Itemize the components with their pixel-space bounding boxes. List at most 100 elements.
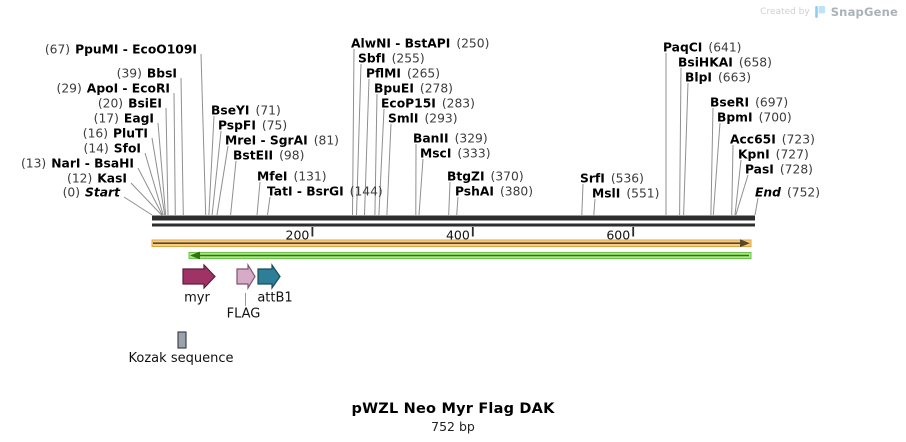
site-label-mrei-sgrai: MreI - SgrAI(81) [225, 134, 339, 148]
site-pointer-bseyi [208, 115, 215, 216]
title-block: pWZL Neo Myr Flag DAK 752 bp [0, 401, 906, 434]
site-label-eagi: (17)EagI [94, 112, 154, 126]
site-pointer-srfi [581, 183, 584, 216]
site-pointer-nari-bsahi [137, 167, 163, 216]
site-pointer-bsiei [165, 107, 169, 216]
site-pointer-msli [593, 198, 596, 216]
site-pointer-pspfi [211, 130, 222, 216]
logo-flag [818, 6, 825, 14]
site-pointer-end [754, 197, 759, 216]
site-pointer-blpi [683, 82, 689, 216]
logo-bar [814, 6, 818, 18]
site-label-bseri: BseRI(697) [710, 96, 788, 110]
scale-tick-label: 400 [446, 228, 470, 243]
site-pointer-bsteii [230, 160, 237, 216]
site-pointer-ecop15i [378, 108, 385, 216]
site-pointer-eagi [157, 122, 167, 216]
site-pointer-tati-bsrgi [267, 196, 271, 216]
site-label-bpuei: BpuEI(278) [374, 82, 453, 96]
myr-label: myr [184, 291, 210, 306]
site-label-tati-bsrgi: TatI - BsrGI(144) [267, 185, 383, 199]
site-pointer-mrei-sgrai [216, 145, 229, 216]
site-label-srfi: SrfI(536) [580, 172, 644, 186]
flag-arrow [236, 262, 256, 291]
site-pointer-kpni [734, 159, 742, 216]
site-pointer-sbfi [356, 63, 362, 216]
site-pointer-smli [386, 123, 392, 216]
site-label-pluti: (16)PluTI [83, 127, 148, 141]
watermark-brand: SnapGene [830, 5, 898, 19]
site-label-ecop15i: EcoP15I(283) [381, 97, 475, 111]
site-pointer-pluti [151, 137, 166, 216]
scale-tick-label: 200 [286, 228, 310, 243]
site-label-pspfi: PspFI(75) [218, 119, 287, 133]
site-pointer-msci [418, 158, 424, 216]
site-pointer-alwni-bstapi [352, 48, 355, 216]
site-pointer-bbsi [180, 77, 184, 216]
site-label-pshai: PshAI(380) [455, 185, 533, 199]
site-pointer-bpmi [712, 122, 721, 216]
site-pointer-sfoi [144, 152, 164, 216]
site-pointer-pshai [456, 196, 459, 216]
feature-kozak-sequence: Kozak sequence [129, 331, 234, 366]
feature-attb1: attB1 [257, 263, 293, 306]
site-pointer-bseri [710, 107, 714, 216]
scale-tick-label: 600 [606, 228, 630, 243]
site-label-btgzi: BtgZI(370) [447, 170, 524, 184]
site-pointer-acc65i [731, 144, 734, 216]
attb1-label: attB1 [257, 291, 292, 306]
site-pointer-ppumi-ecoo109i [200, 53, 207, 216]
myr-arrow [182, 263, 216, 290]
kozak-label: Kozak sequence [129, 351, 234, 366]
site-label-kasi: (12)KasI [67, 172, 127, 186]
site-label-bsiei: (20)BsiEI [98, 97, 162, 111]
site-label-start: (0)Start [63, 186, 122, 200]
reverse-arrowhead [190, 251, 200, 260]
scale-tick-400: 400 [446, 227, 474, 243]
map-title: pWZL Neo Myr Flag DAK [351, 401, 555, 417]
forward-arrowhead [740, 239, 750, 248]
site-pointer-bsihkai [679, 67, 682, 216]
site-label-banii: BanII(329) [413, 132, 488, 146]
site-labels: (67)PpuMI - EcoO109I(39)BbsI(29)ApoI - E… [21, 37, 820, 201]
site-label-smli: SmlI(293) [388, 112, 458, 126]
site-label-msci: MscI(333) [420, 147, 491, 161]
sequence-bar-bottom [152, 223, 755, 227]
site-pointer-mfei [256, 181, 261, 216]
flag-label: FLAG [227, 307, 261, 322]
site-label-bseyi: BseYI(71) [211, 104, 281, 118]
site-label-pasi: PasI(728) [745, 163, 813, 177]
site-label-sfoi: (14)SfoI [84, 142, 141, 156]
site-label-end: End(752) [755, 186, 820, 200]
map-length: 752 bp [431, 419, 475, 434]
site-label-bpmi: BpmI(700) [717, 111, 792, 125]
site-label-alwni-bstapi: AlwNI - BstAPI(250) [351, 37, 489, 51]
site-pointer-apoi-ecori [173, 92, 176, 216]
site-label-bsihkai: BsiHKAI(658) [678, 56, 772, 70]
snapgene-logo-icon [814, 6, 825, 18]
site-label-nari-bsahi: (13)NarI - BsaHI [21, 157, 134, 171]
feature-flag: FLAG [227, 262, 261, 322]
site-label-paqci: PaqCI(641) [663, 41, 741, 55]
site-pointer-start [123, 196, 153, 216]
feature-arrow-forward [151, 239, 752, 248]
site-label-acc65i: Acc65I(723) [730, 133, 815, 147]
site-label-bbsi: (39)BbsI [117, 67, 177, 81]
site-label-msli: MslI(551) [592, 187, 659, 201]
feature-myr: myr [182, 263, 216, 306]
site-pointer-btgzi [448, 181, 451, 216]
site-pointer-pflmi [364, 78, 370, 216]
site-label-sbfi: SbfI(255) [358, 52, 425, 66]
site-label-pflmi: PflMI(265) [366, 67, 440, 81]
site-label-mfei: MfeI(131) [257, 170, 327, 184]
scale-tick-600: 600 [606, 227, 635, 243]
attb1-arrow [257, 263, 281, 290]
site-pointer-kasi [130, 182, 162, 216]
watermark-created-by: Created by [760, 7, 810, 17]
sequence-bar-top [152, 215, 755, 221]
scale-tick-200: 200 [286, 227, 314, 243]
site-label-apoi-ecori: (29)ApoI - EcoRI [57, 82, 170, 96]
kozak-box [177, 331, 187, 349]
